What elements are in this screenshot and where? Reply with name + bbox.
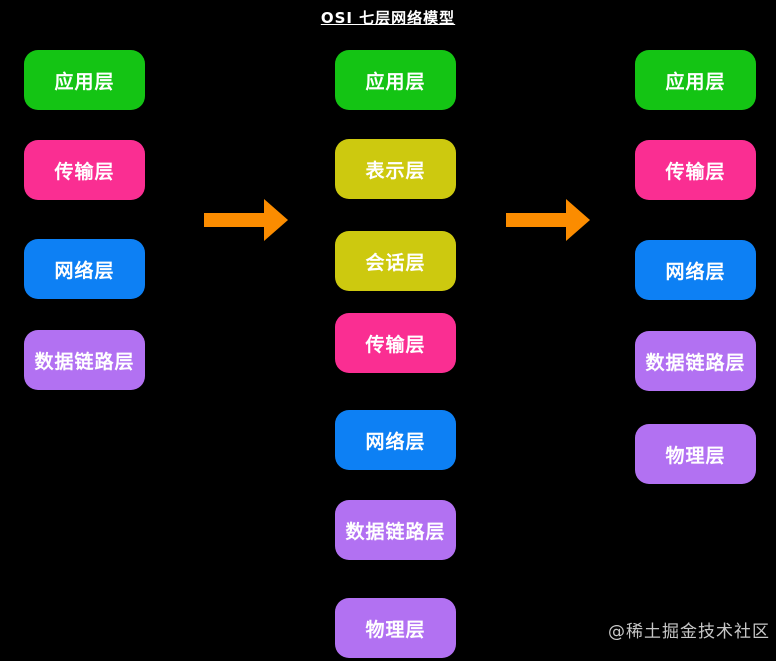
arrow-right-icon [204,199,288,241]
arrow-head [566,199,590,241]
layer-node: 应用层 [335,50,456,110]
layer-node: 数据链路层 [635,331,756,391]
layer-node: 应用层 [24,50,145,110]
arrow-right-icon [506,199,590,241]
diagram-title: OSI 七层网络模型 [320,9,456,27]
layer-node: 物理层 [635,424,756,484]
layer-node: 传输层 [635,140,756,200]
layer-node: 物理层 [335,598,456,658]
arrow-head [264,199,288,241]
arrow-shaft [204,213,266,227]
layer-node: 传输层 [335,313,456,373]
layer-node: 传输层 [24,140,145,200]
layer-node: 数据链路层 [335,500,456,560]
watermark: @稀土掘金技术社区 [608,622,770,642]
layer-node: 网络层 [635,240,756,300]
layer-node: 网络层 [24,239,145,299]
layer-node: 应用层 [635,50,756,110]
arrow-shaft [506,213,568,227]
layer-node: 会话层 [335,231,456,291]
layer-node: 表示层 [335,139,456,199]
layer-node: 网络层 [335,410,456,470]
layer-node: 数据链路层 [24,330,145,390]
